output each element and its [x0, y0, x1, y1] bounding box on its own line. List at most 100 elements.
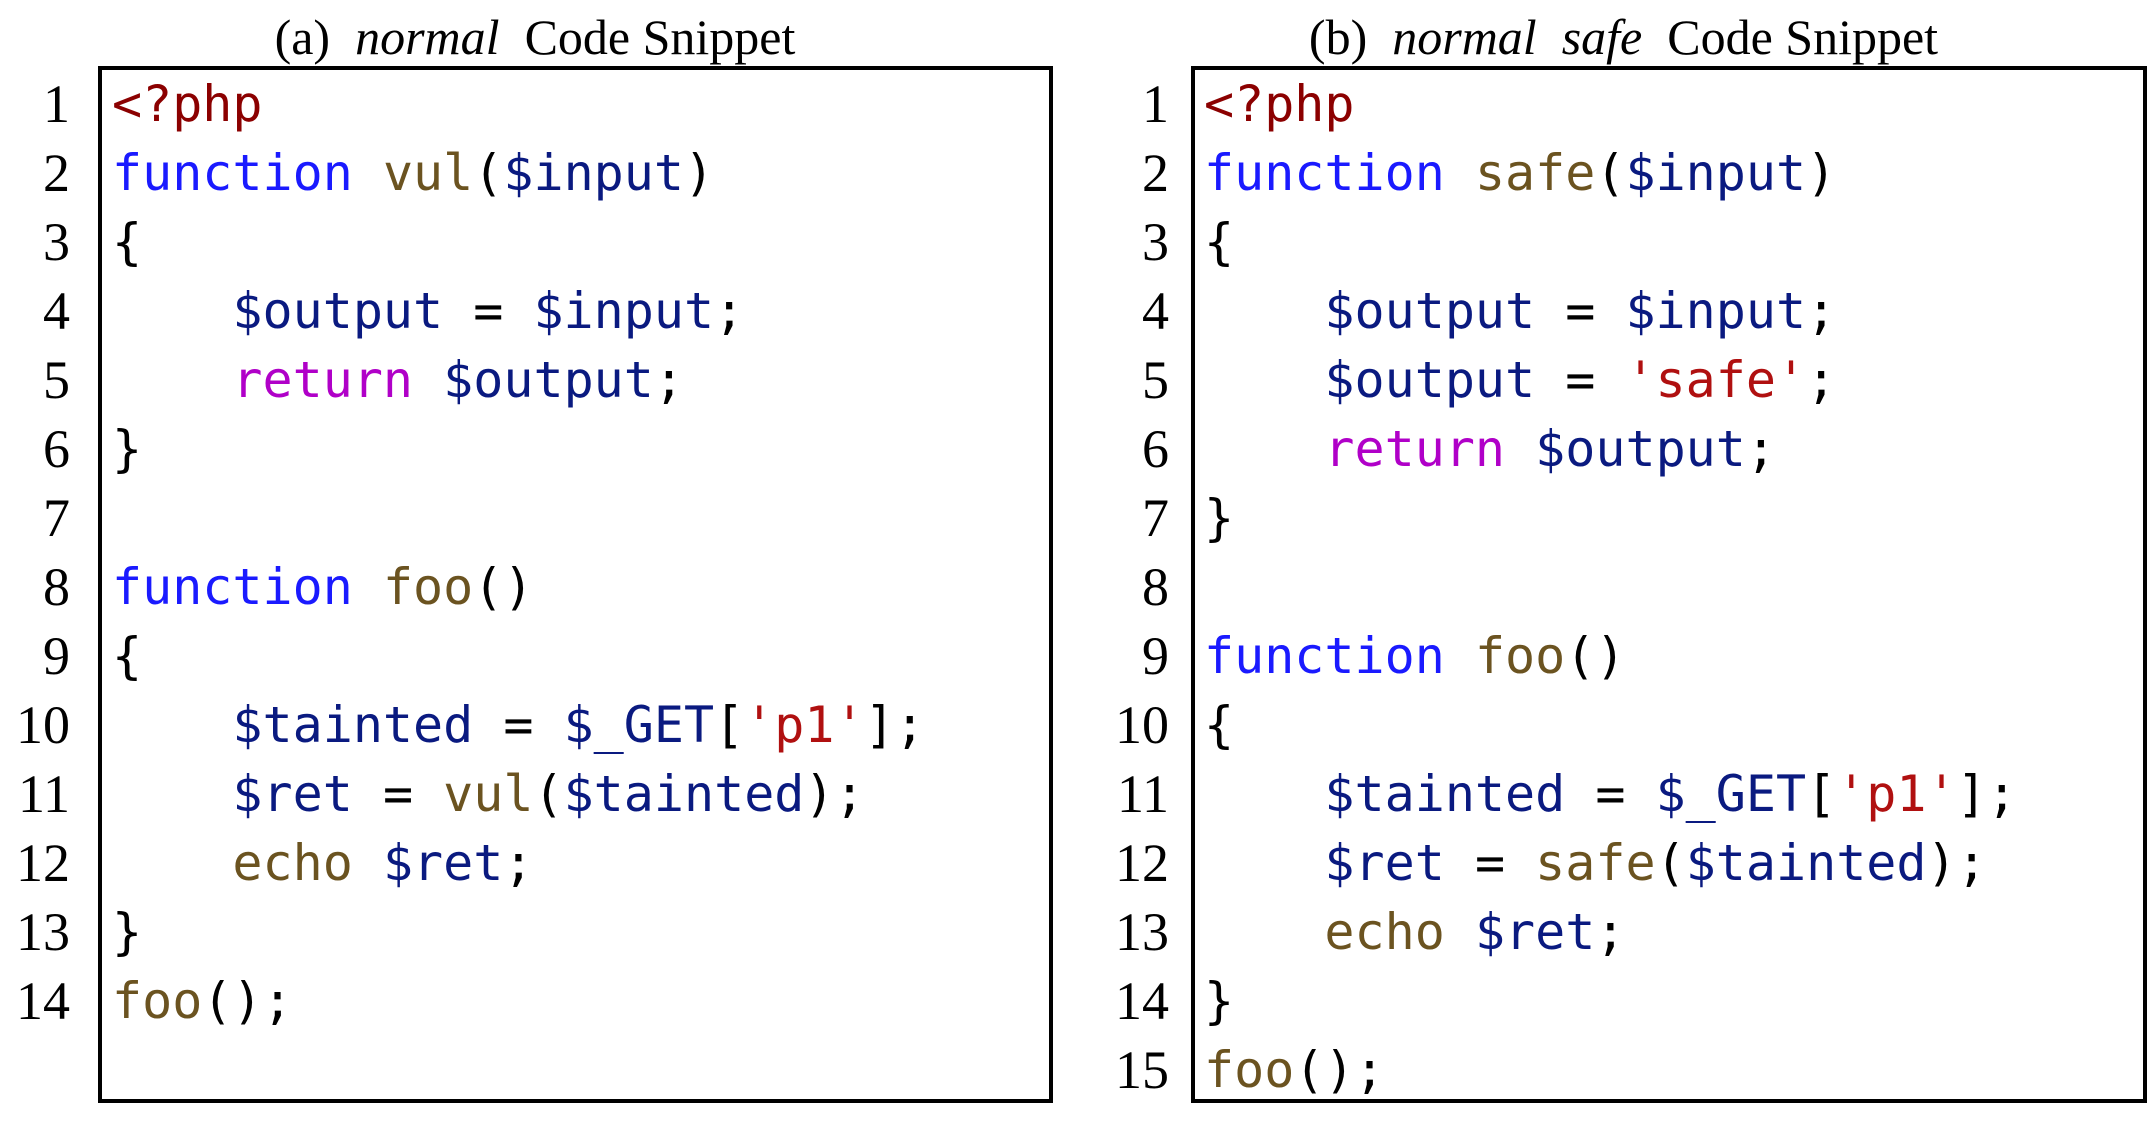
code-token: ;	[1595, 903, 1626, 961]
code-token	[1445, 903, 1475, 961]
code-token: )	[683, 144, 715, 202]
code-token: (	[473, 144, 504, 202]
code-token	[1204, 834, 1324, 892]
code-token: $ret	[1474, 903, 1596, 961]
code-token	[1204, 420, 1324, 478]
line-number: 3	[1142, 212, 1169, 272]
line-number: 2	[43, 143, 70, 203]
code-token: $ret	[232, 765, 353, 823]
code-token: function	[112, 144, 353, 202]
code-panel-a: (a) normal Code Snippet 1 <?php 2 function …	[0, 0, 1070, 1127]
code-token: $output	[1324, 282, 1536, 340]
line-number: 14	[1115, 971, 1169, 1031]
code-token: $tainted	[1685, 834, 1927, 892]
code-token: {	[112, 213, 143, 271]
code-token: $tainted	[1324, 765, 1566, 823]
code-token	[112, 834, 232, 892]
line-number: 2	[1142, 143, 1169, 203]
code-token: vul	[382, 144, 474, 202]
code-line: function vul($input)	[112, 139, 714, 208]
code-token: $ret	[382, 834, 504, 892]
code-token: foo	[1204, 1041, 1295, 1099]
code-line: $ret = safe($tainted);	[1204, 829, 1987, 898]
code-token: ();	[1294, 1041, 1385, 1099]
code-line: }	[112, 415, 142, 484]
code-line: {	[1204, 208, 1234, 277]
code-line: }	[1204, 484, 1234, 553]
line-number: 7	[43, 488, 70, 548]
code-line: function safe($input)	[1204, 139, 1836, 208]
code-token	[112, 696, 232, 754]
line-number: 1	[43, 74, 70, 134]
code-line: <?php	[112, 70, 263, 139]
code-token	[1204, 351, 1324, 409]
caption-b-suffix: Code Snippet	[1667, 9, 1939, 65]
code-token: ;	[1745, 420, 1776, 478]
code-line: $tainted = $_GET['p1'];	[1204, 760, 2016, 829]
code-line: echo $ret;	[1204, 898, 1625, 967]
code-token: ();	[202, 972, 293, 1030]
line-number: 3	[43, 212, 70, 272]
code-token: =	[1535, 351, 1626, 409]
code-token	[1204, 903, 1324, 961]
code-line: function foo()	[1204, 622, 1625, 691]
line-number: 5	[43, 350, 70, 410]
code-token	[353, 144, 383, 202]
code-token: ;	[503, 834, 534, 892]
line-number: 8	[43, 557, 70, 617]
code-line: <?php	[1204, 70, 1355, 139]
line-number: 13	[16, 902, 70, 962]
code-token: );	[1926, 834, 1987, 892]
code-line: $output = 'safe';	[1204, 346, 1836, 415]
code-token: function	[1204, 627, 1445, 685]
code-token: (	[533, 765, 564, 823]
line-number: 9	[1142, 626, 1169, 686]
line-number: 10	[16, 695, 70, 755]
code-token: return	[1324, 420, 1506, 478]
line-number: 5	[1142, 350, 1169, 410]
code-line: $output = $input;	[1204, 277, 1836, 346]
code-line: {	[112, 208, 142, 277]
code-token: foo	[112, 972, 203, 1030]
code-token: ;	[653, 351, 684, 409]
line-number: 12	[16, 833, 70, 893]
code-token: )	[1806, 144, 1837, 202]
code-token: ;	[1806, 351, 1837, 409]
code-token: =	[443, 282, 534, 340]
line-number: 7	[1142, 488, 1169, 548]
code-token	[413, 351, 443, 409]
code-token: 'p1'	[744, 696, 865, 754]
code-token: return	[232, 351, 414, 409]
code-token: <?php	[1204, 75, 1355, 133]
code-token: $_GET	[1655, 765, 1807, 823]
code-token	[353, 558, 383, 616]
code-token	[1204, 765, 1324, 823]
code-token: vul	[443, 765, 534, 823]
code-token: }	[1204, 972, 1235, 1030]
code-token: $ret	[1324, 834, 1445, 892]
code-line: return $output;	[112, 346, 684, 415]
line-number: 13	[1115, 902, 1169, 962]
line-number: 6	[1142, 419, 1169, 479]
caption-b-italic: normal safe	[1392, 9, 1643, 65]
line-number: 14	[16, 971, 70, 1031]
code-token: =	[1444, 834, 1536, 892]
code-token: $input	[1625, 144, 1807, 202]
code-line: foo();	[1204, 1036, 1385, 1105]
line-number: 9	[43, 626, 70, 686]
code-token: {	[1204, 213, 1235, 271]
caption-b: (b) normal safe Code Snippet	[1092, 6, 2155, 68]
code-line: function foo()	[112, 553, 533, 622]
caption-a: (a) normal Code Snippet	[0, 6, 1070, 68]
code-line: echo $ret;	[112, 829, 533, 898]
code-token: =	[1565, 765, 1656, 823]
code-token: =	[473, 696, 564, 754]
code-token: (	[1655, 834, 1686, 892]
code-token: 'p1'	[1836, 765, 1957, 823]
code-line: {	[1204, 691, 1234, 760]
code-token: ];	[864, 696, 925, 754]
code-box-a	[98, 66, 1053, 1103]
code-token: =	[352, 765, 444, 823]
code-line: {	[112, 622, 142, 691]
